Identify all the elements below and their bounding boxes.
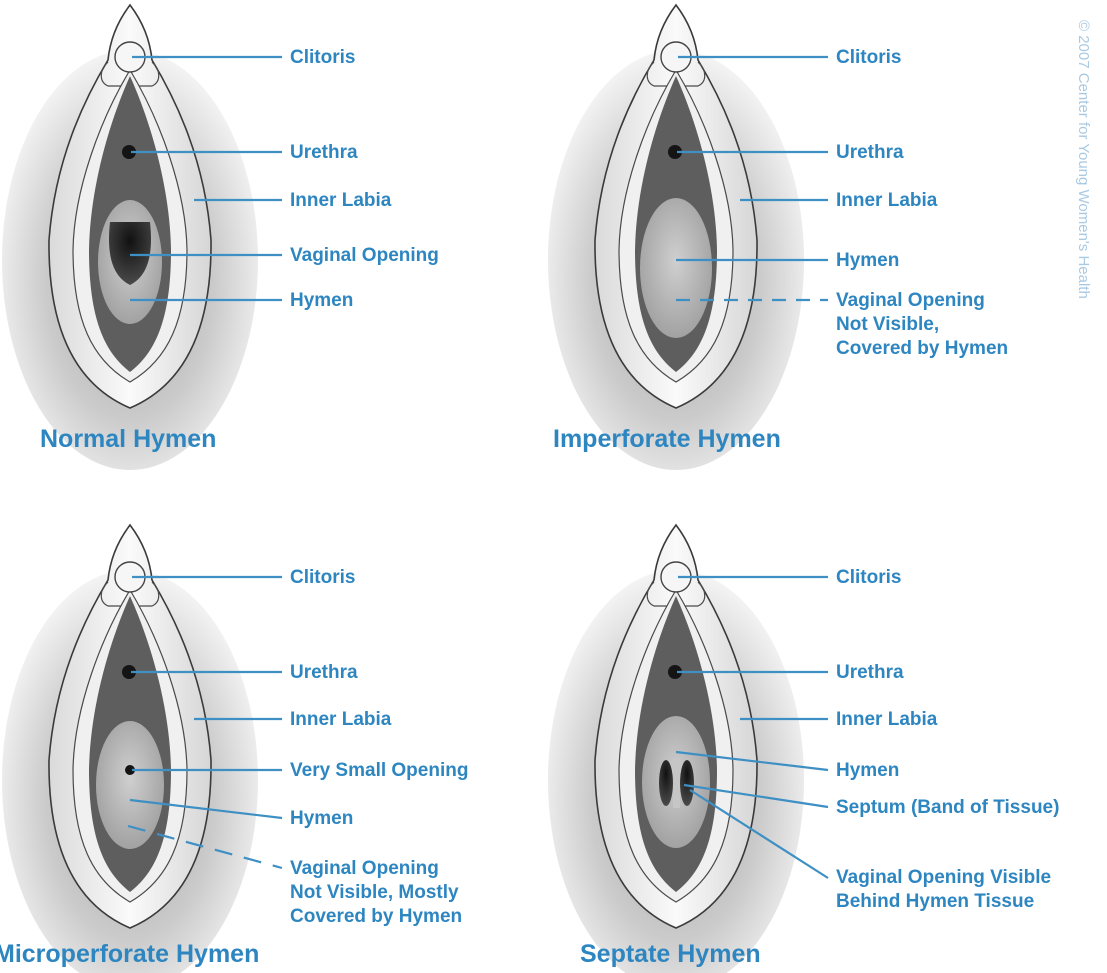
microperforate-hymen-illustration: [2, 525, 258, 973]
panel-title-septate: Septate Hymen: [580, 940, 761, 969]
normal-hymen-illustration: [2, 5, 258, 470]
vaginal-opening-right: [680, 760, 694, 806]
panel-title-imperforate: Imperforate Hymen: [553, 425, 781, 454]
label-urethra: Urethra: [836, 661, 904, 685]
label-inner-labia: Inner Labia: [836, 189, 937, 213]
label-clitoris: Clitoris: [836, 566, 901, 590]
label-hymen: Hymen: [290, 289, 353, 313]
label-vaginal-opening-line-3: Covered by Hymen: [290, 905, 462, 929]
label-hymen: Hymen: [836, 759, 899, 783]
label-clitoris: Clitoris: [290, 46, 355, 70]
label-vaginal-opening-line-3: Covered by Hymen: [836, 337, 1008, 361]
label-hymen: Hymen: [836, 249, 899, 273]
label-vaginal-opening: Vaginal Opening: [290, 244, 439, 268]
label-vaginal-opening-line-1: Vaginal Opening: [836, 289, 985, 313]
label-septum: Septum (Band of Tissue): [836, 796, 1059, 820]
label-inner-labia: Inner Labia: [290, 708, 391, 732]
label-very-small-opening: Very Small Opening: [290, 759, 468, 783]
label-inner-labia: Inner Labia: [836, 708, 937, 732]
panel-title-microperforate: Microperforate Hymen: [0, 940, 259, 969]
copyright-notice: © 2007 Center for Young Women's Health: [1075, 20, 1092, 299]
label-inner-labia: Inner Labia: [290, 189, 391, 213]
label-clitoris: Clitoris: [836, 46, 901, 70]
label-vaginal-opening-line-2: Behind Hymen Tissue: [836, 890, 1034, 914]
label-vaginal-opening-line-2: Not Visible, Mostly: [290, 881, 459, 905]
hymen-tissue: [96, 721, 164, 849]
label-vaginal-opening-line-1: Vaginal Opening Visible: [836, 866, 1051, 890]
septum: [673, 758, 680, 808]
label-hymen: Hymen: [290, 807, 353, 831]
hymen-tissue: [640, 198, 712, 338]
label-vaginal-opening-line-1: Vaginal Opening: [290, 857, 439, 881]
label-vaginal-opening-line-2: Not Visible,: [836, 313, 939, 337]
imperforate-hymen-illustration: [548, 5, 804, 470]
label-urethra: Urethra: [290, 661, 358, 685]
septate-hymen-illustration: [548, 525, 804, 973]
label-urethra: Urethra: [836, 141, 904, 165]
label-urethra: Urethra: [290, 141, 358, 165]
vaginal-opening-left: [659, 760, 673, 806]
label-clitoris: Clitoris: [290, 566, 355, 590]
panel-title-normal: Normal Hymen: [40, 425, 216, 454]
